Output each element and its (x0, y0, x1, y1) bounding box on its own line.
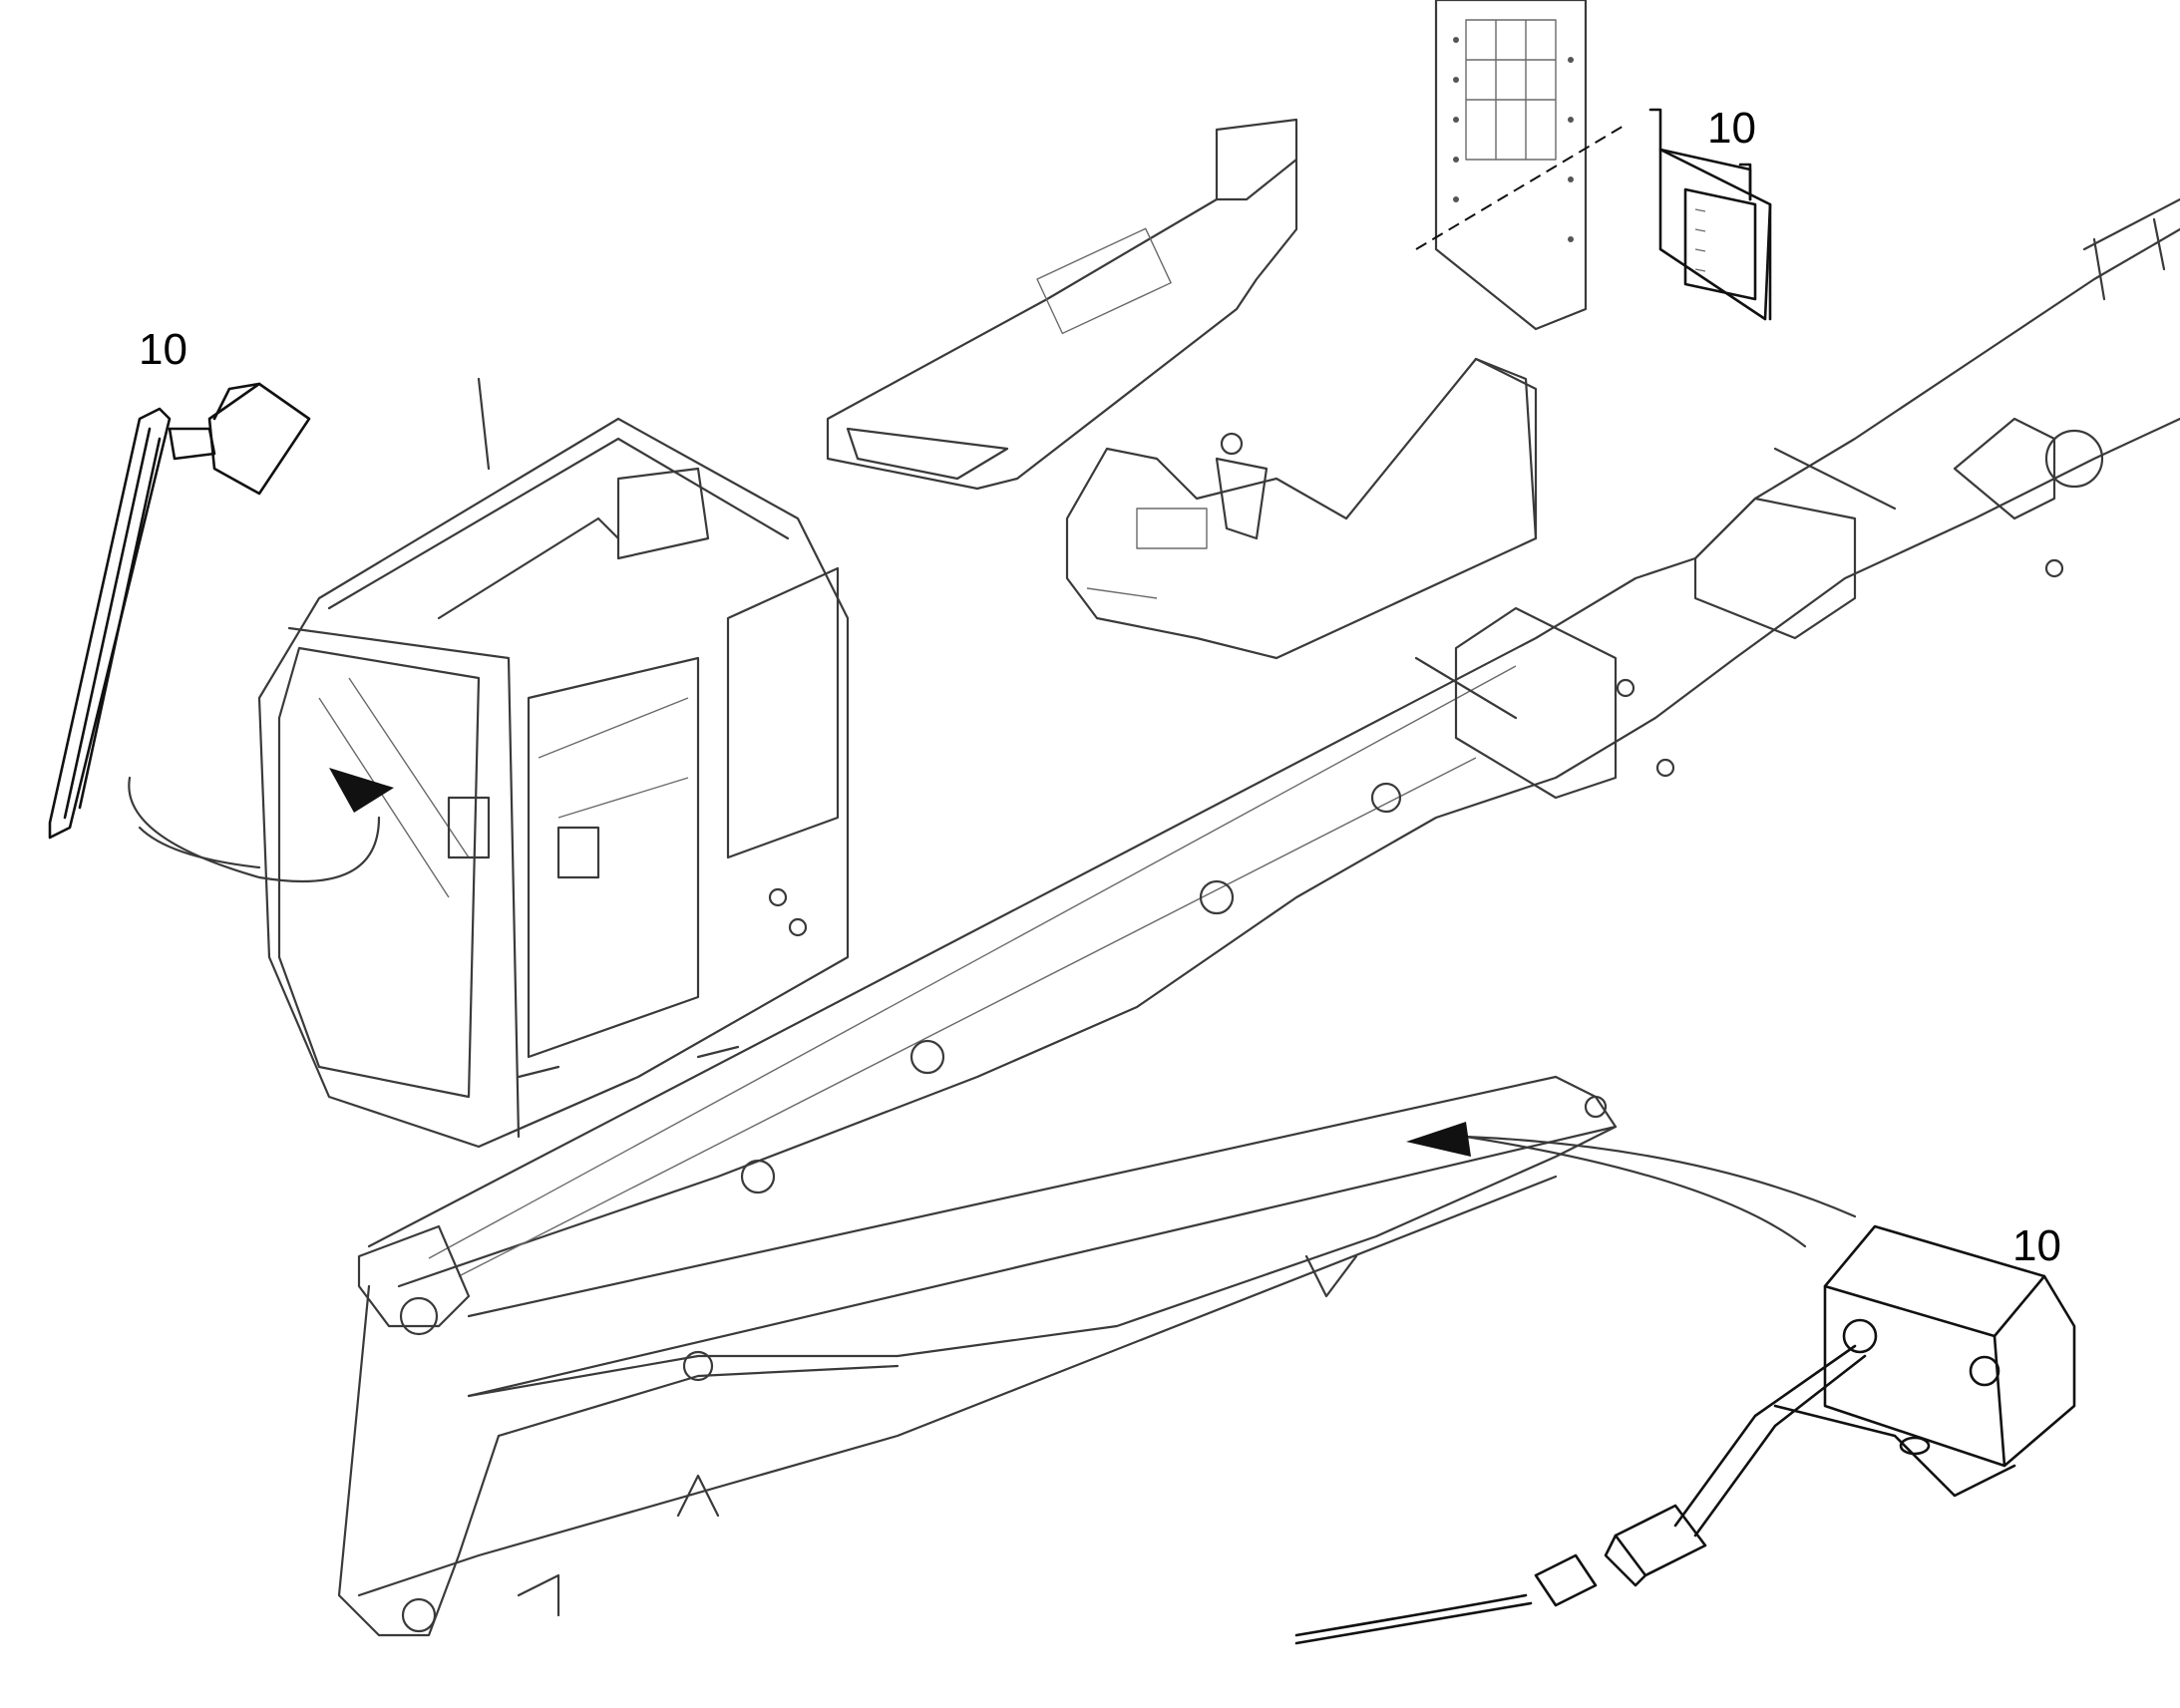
boom-camera (1294, 1224, 2076, 1645)
monitor-bracket-callout: 10 (1707, 104, 1756, 153)
camera-mount-callout: 10 (139, 325, 187, 374)
camera-mount (48, 382, 311, 840)
operator-cab (257, 377, 850, 1149)
cab-placement-arrow (128, 768, 394, 883)
electrical-panel (1434, 0, 1588, 331)
floor-panel (826, 118, 1298, 491)
boom-arm (367, 197, 2180, 1288)
boom-camera-callout: 10 (2012, 1221, 2061, 1270)
stick-arm (337, 1075, 1618, 1637)
boom-placement-arrow (1406, 1122, 1857, 1248)
leader-line (1415, 124, 1627, 250)
monitor-bracket (1648, 108, 1772, 321)
joystick-console (1065, 357, 1538, 660)
